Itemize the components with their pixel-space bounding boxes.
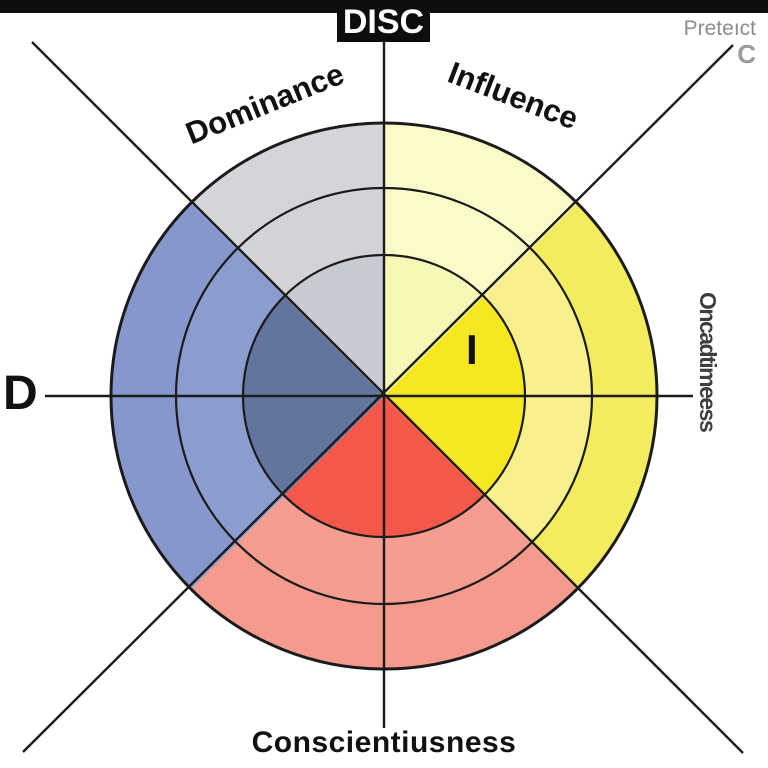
axis-marker-d: D — [3, 367, 38, 420]
sector-influence-pale-ring2 — [384, 188, 532, 297]
quadrant-label-steadiness-garbled: Oncadtimeess — [695, 292, 721, 432]
quadrant-label-conscientiousness: Conscientiusness — [251, 726, 517, 759]
title-box: DISC — [337, 0, 430, 42]
watermark-text: Preteıct — [683, 17, 756, 40]
page-title: DISC — [342, 3, 425, 41]
sector-influence-pale-ring1 — [384, 255, 484, 396]
sector-dominance-gray-ring3 — [190, 123, 384, 249]
watermark: Preteıct C — [683, 17, 756, 70]
diagonal-tl-br — [31, 41, 744, 754]
sector-dominance-gray-ring2 — [236, 188, 384, 297]
diagonal-bl-tr — [22, 44, 734, 753]
sector-dominance-gray-ring1 — [284, 255, 384, 396]
sector-influence-pale-ring3 — [384, 123, 578, 249]
center-marker-i: I — [466, 326, 478, 373]
watermark-letter: C — [737, 39, 756, 70]
